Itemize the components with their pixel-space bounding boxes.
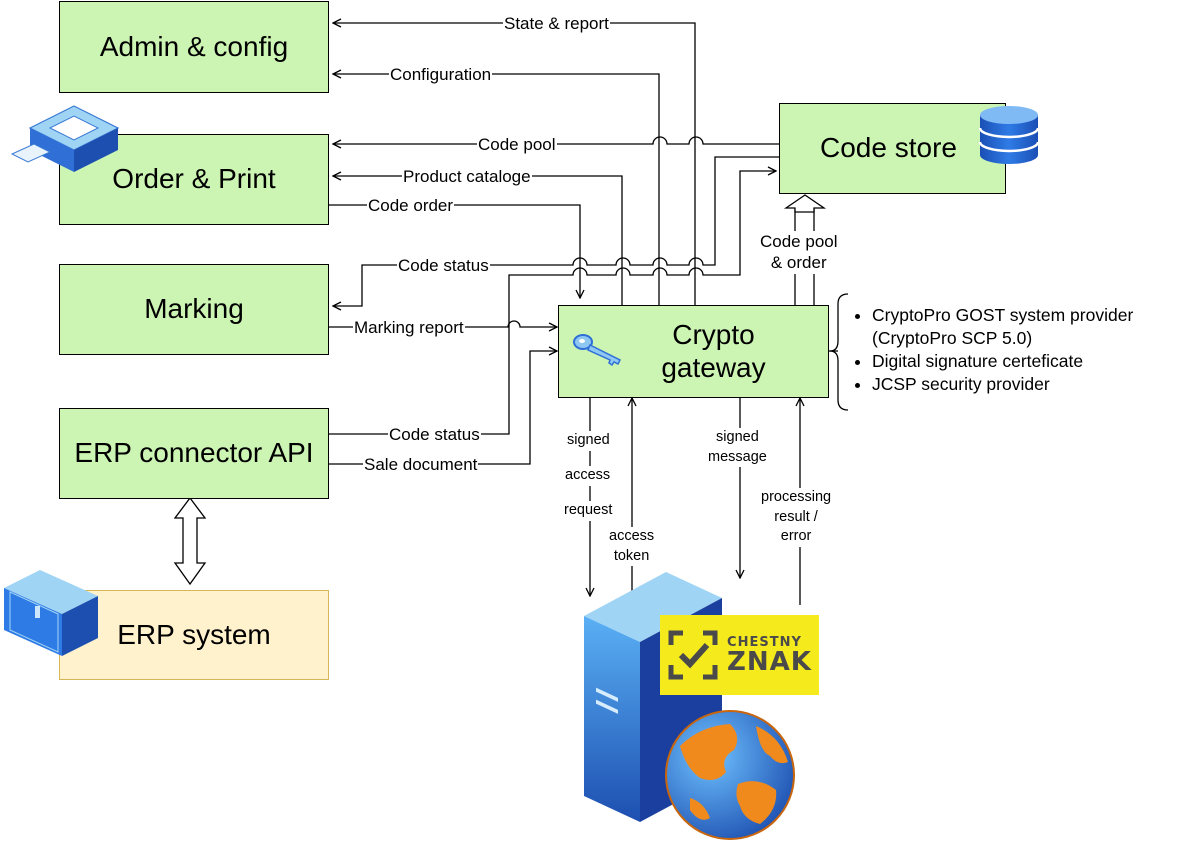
edge-code-status-bottom bbox=[329, 171, 776, 435]
edge-sale-document bbox=[329, 351, 557, 465]
label-access: access bbox=[564, 466, 612, 486]
label-signed-message: signed message bbox=[707, 428, 768, 468]
key-icon bbox=[573, 334, 622, 367]
erp-connector-box[interactable]: ERP connector API bbox=[59, 408, 329, 499]
label-code-status-top: Code status bbox=[397, 256, 490, 275]
label-product-catalogue: Product cataloge bbox=[402, 167, 532, 186]
marking-label: Marking bbox=[144, 293, 244, 325]
edge-code-pool bbox=[333, 136, 780, 144]
admin-config-label: Admin & config bbox=[99, 30, 289, 62]
logo-text-top: CHESTNY bbox=[727, 634, 802, 650]
double-arrow-erp bbox=[173, 496, 207, 586]
erp-system-label: ERP system bbox=[117, 618, 271, 650]
label-code-pool: Code pool bbox=[477, 135, 557, 154]
edge-state-report bbox=[333, 23, 696, 305]
crypto-gateway-label-line2: gateway bbox=[661, 351, 766, 383]
edge-code-status-top bbox=[333, 156, 780, 306]
marking-box[interactable]: Marking bbox=[59, 264, 329, 355]
code-store-box[interactable]: Code store bbox=[779, 103, 1006, 194]
order-print-label: Order & Print bbox=[112, 163, 276, 195]
gateway-notes-list: CryptoPro GOST system provider(CryptoPro… bbox=[848, 304, 1133, 396]
label-request: request bbox=[563, 501, 614, 521]
logo-text-bottom: ZNAK bbox=[727, 646, 812, 677]
label-code-order: Code order bbox=[367, 196, 455, 215]
label-code-pool-order-line2: & order bbox=[770, 253, 827, 273]
label-processing-line3: error bbox=[780, 528, 812, 545]
note-cryptopro: CryptoPro GOST system provider(CryptoPro… bbox=[872, 304, 1133, 350]
label-state-report: State & report bbox=[503, 14, 610, 33]
logo-wordmark: CHESTNY ZNAK bbox=[727, 636, 812, 675]
edge-code-order bbox=[329, 204, 580, 298]
label-signed-message-line1: signed bbox=[716, 429, 759, 445]
database-icon bbox=[978, 106, 1040, 164]
label-access-token: access token bbox=[608, 527, 656, 567]
label-access-token-line2: token bbox=[613, 547, 650, 564]
label-signed-message-line2: message bbox=[708, 448, 767, 465]
chestny-znak-logo: CHESTNY ZNAK bbox=[660, 615, 819, 695]
note-digital-signature: Digital signature certeficate bbox=[872, 350, 1133, 373]
edge-marking-report bbox=[329, 320, 557, 327]
label-sale-document: Sale document bbox=[363, 455, 479, 474]
hollow-arrow-up bbox=[783, 194, 827, 213]
label-signed: signed bbox=[566, 431, 611, 451]
label-marking-report: Marking report bbox=[353, 318, 465, 337]
note-jcsp: JCSP security provider bbox=[872, 373, 1133, 396]
erp-server-icon bbox=[4, 570, 98, 656]
label-configuration: Configuration bbox=[389, 65, 493, 84]
admin-config-box[interactable]: Admin & config bbox=[59, 1, 329, 93]
printer-icon bbox=[10, 105, 120, 172]
erp-system-box[interactable]: ERP system bbox=[59, 590, 329, 680]
code-store-label: Code store bbox=[820, 132, 957, 164]
label-processing-line1: processing bbox=[761, 489, 832, 505]
label-code-pool-order-line1: Code pool bbox=[760, 232, 838, 251]
crypto-gateway-label-line1: Crypto bbox=[672, 319, 755, 351]
checkmark-frame-icon bbox=[668, 630, 718, 680]
label-processing-line2: result / bbox=[774, 508, 818, 525]
label-code-pool-order: Code pool & order bbox=[759, 231, 839, 274]
label-processing-result: processing result / error bbox=[760, 488, 833, 547]
edge-configuration bbox=[333, 74, 660, 305]
globe-icon bbox=[665, 710, 795, 840]
erp-connector-label: ERP connector API bbox=[74, 437, 314, 469]
notes-bracket bbox=[829, 293, 849, 411]
label-access-token-line1: access bbox=[609, 528, 655, 544]
label-code-status-bottom: Code status bbox=[388, 425, 481, 444]
